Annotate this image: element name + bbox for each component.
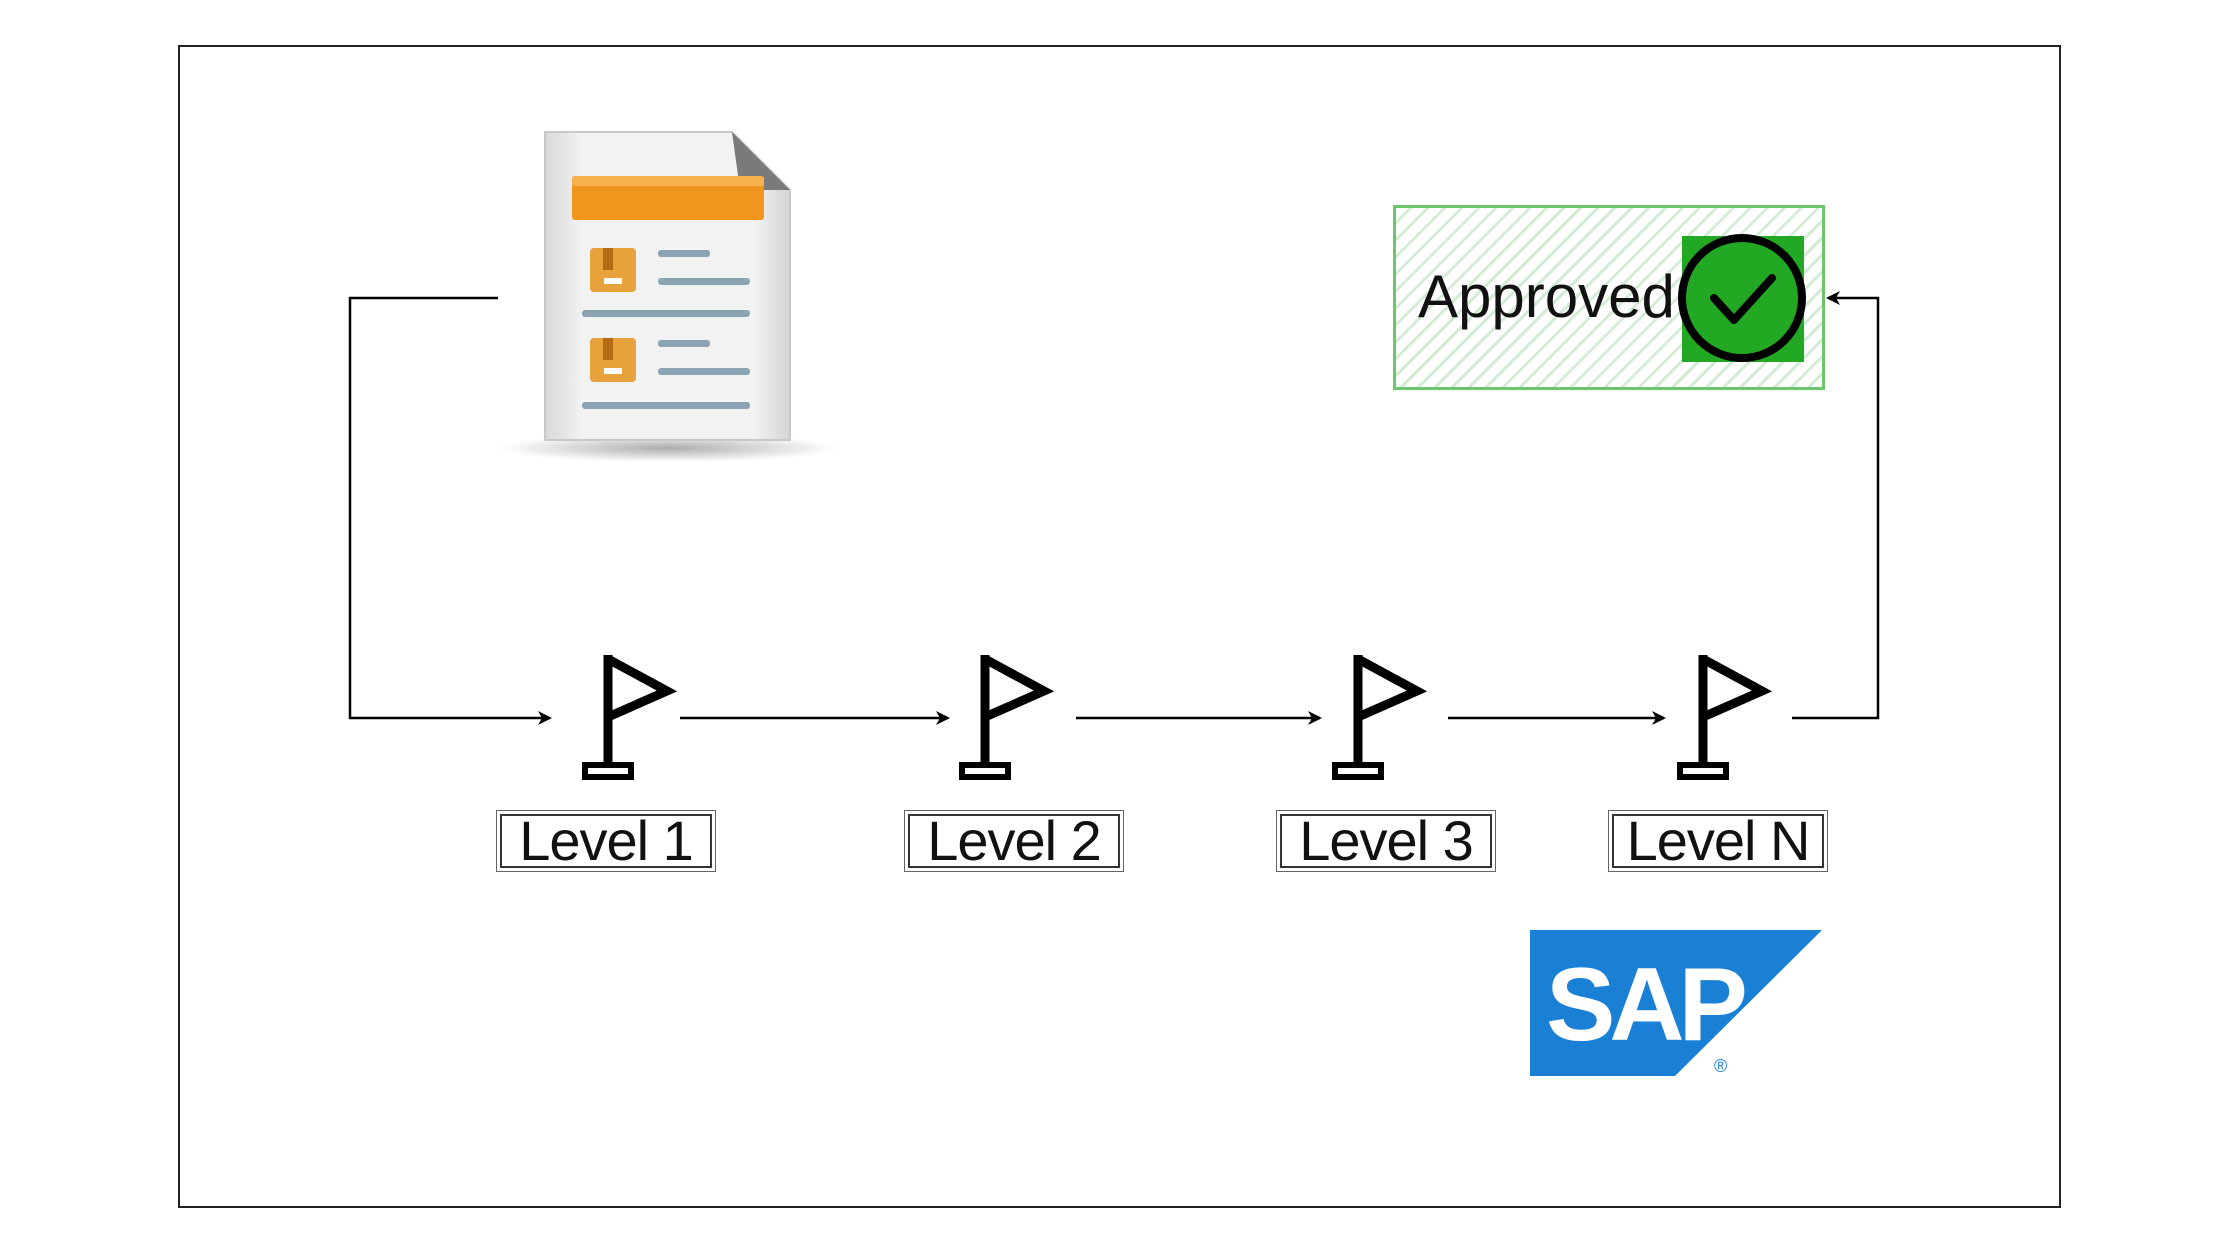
level-2-label: Level 2 [904, 810, 1124, 872]
connector-level-n-to-approved [1792, 291, 1880, 720]
flag-icon [1677, 655, 1773, 780]
sap-logo: SAP ® [1530, 930, 1822, 1076]
flag-icon [959, 655, 1055, 780]
svg-text:SAP: SAP [1546, 947, 1744, 1063]
svg-text:®: ® [1714, 1056, 1727, 1076]
flag-icon [582, 655, 678, 780]
level-1-label: Level 1 [496, 810, 716, 872]
diagram-frame [178, 45, 2061, 1208]
level-3-label: Level 3 [1276, 810, 1496, 872]
check-circle-icon [1678, 234, 1806, 362]
flag-icon [1332, 655, 1428, 780]
connector-document-to-level-1 [348, 296, 552, 725]
level-n-label: Level N [1608, 810, 1828, 872]
document-icon [498, 131, 838, 462]
approved-label: Approved [1418, 263, 1675, 330]
